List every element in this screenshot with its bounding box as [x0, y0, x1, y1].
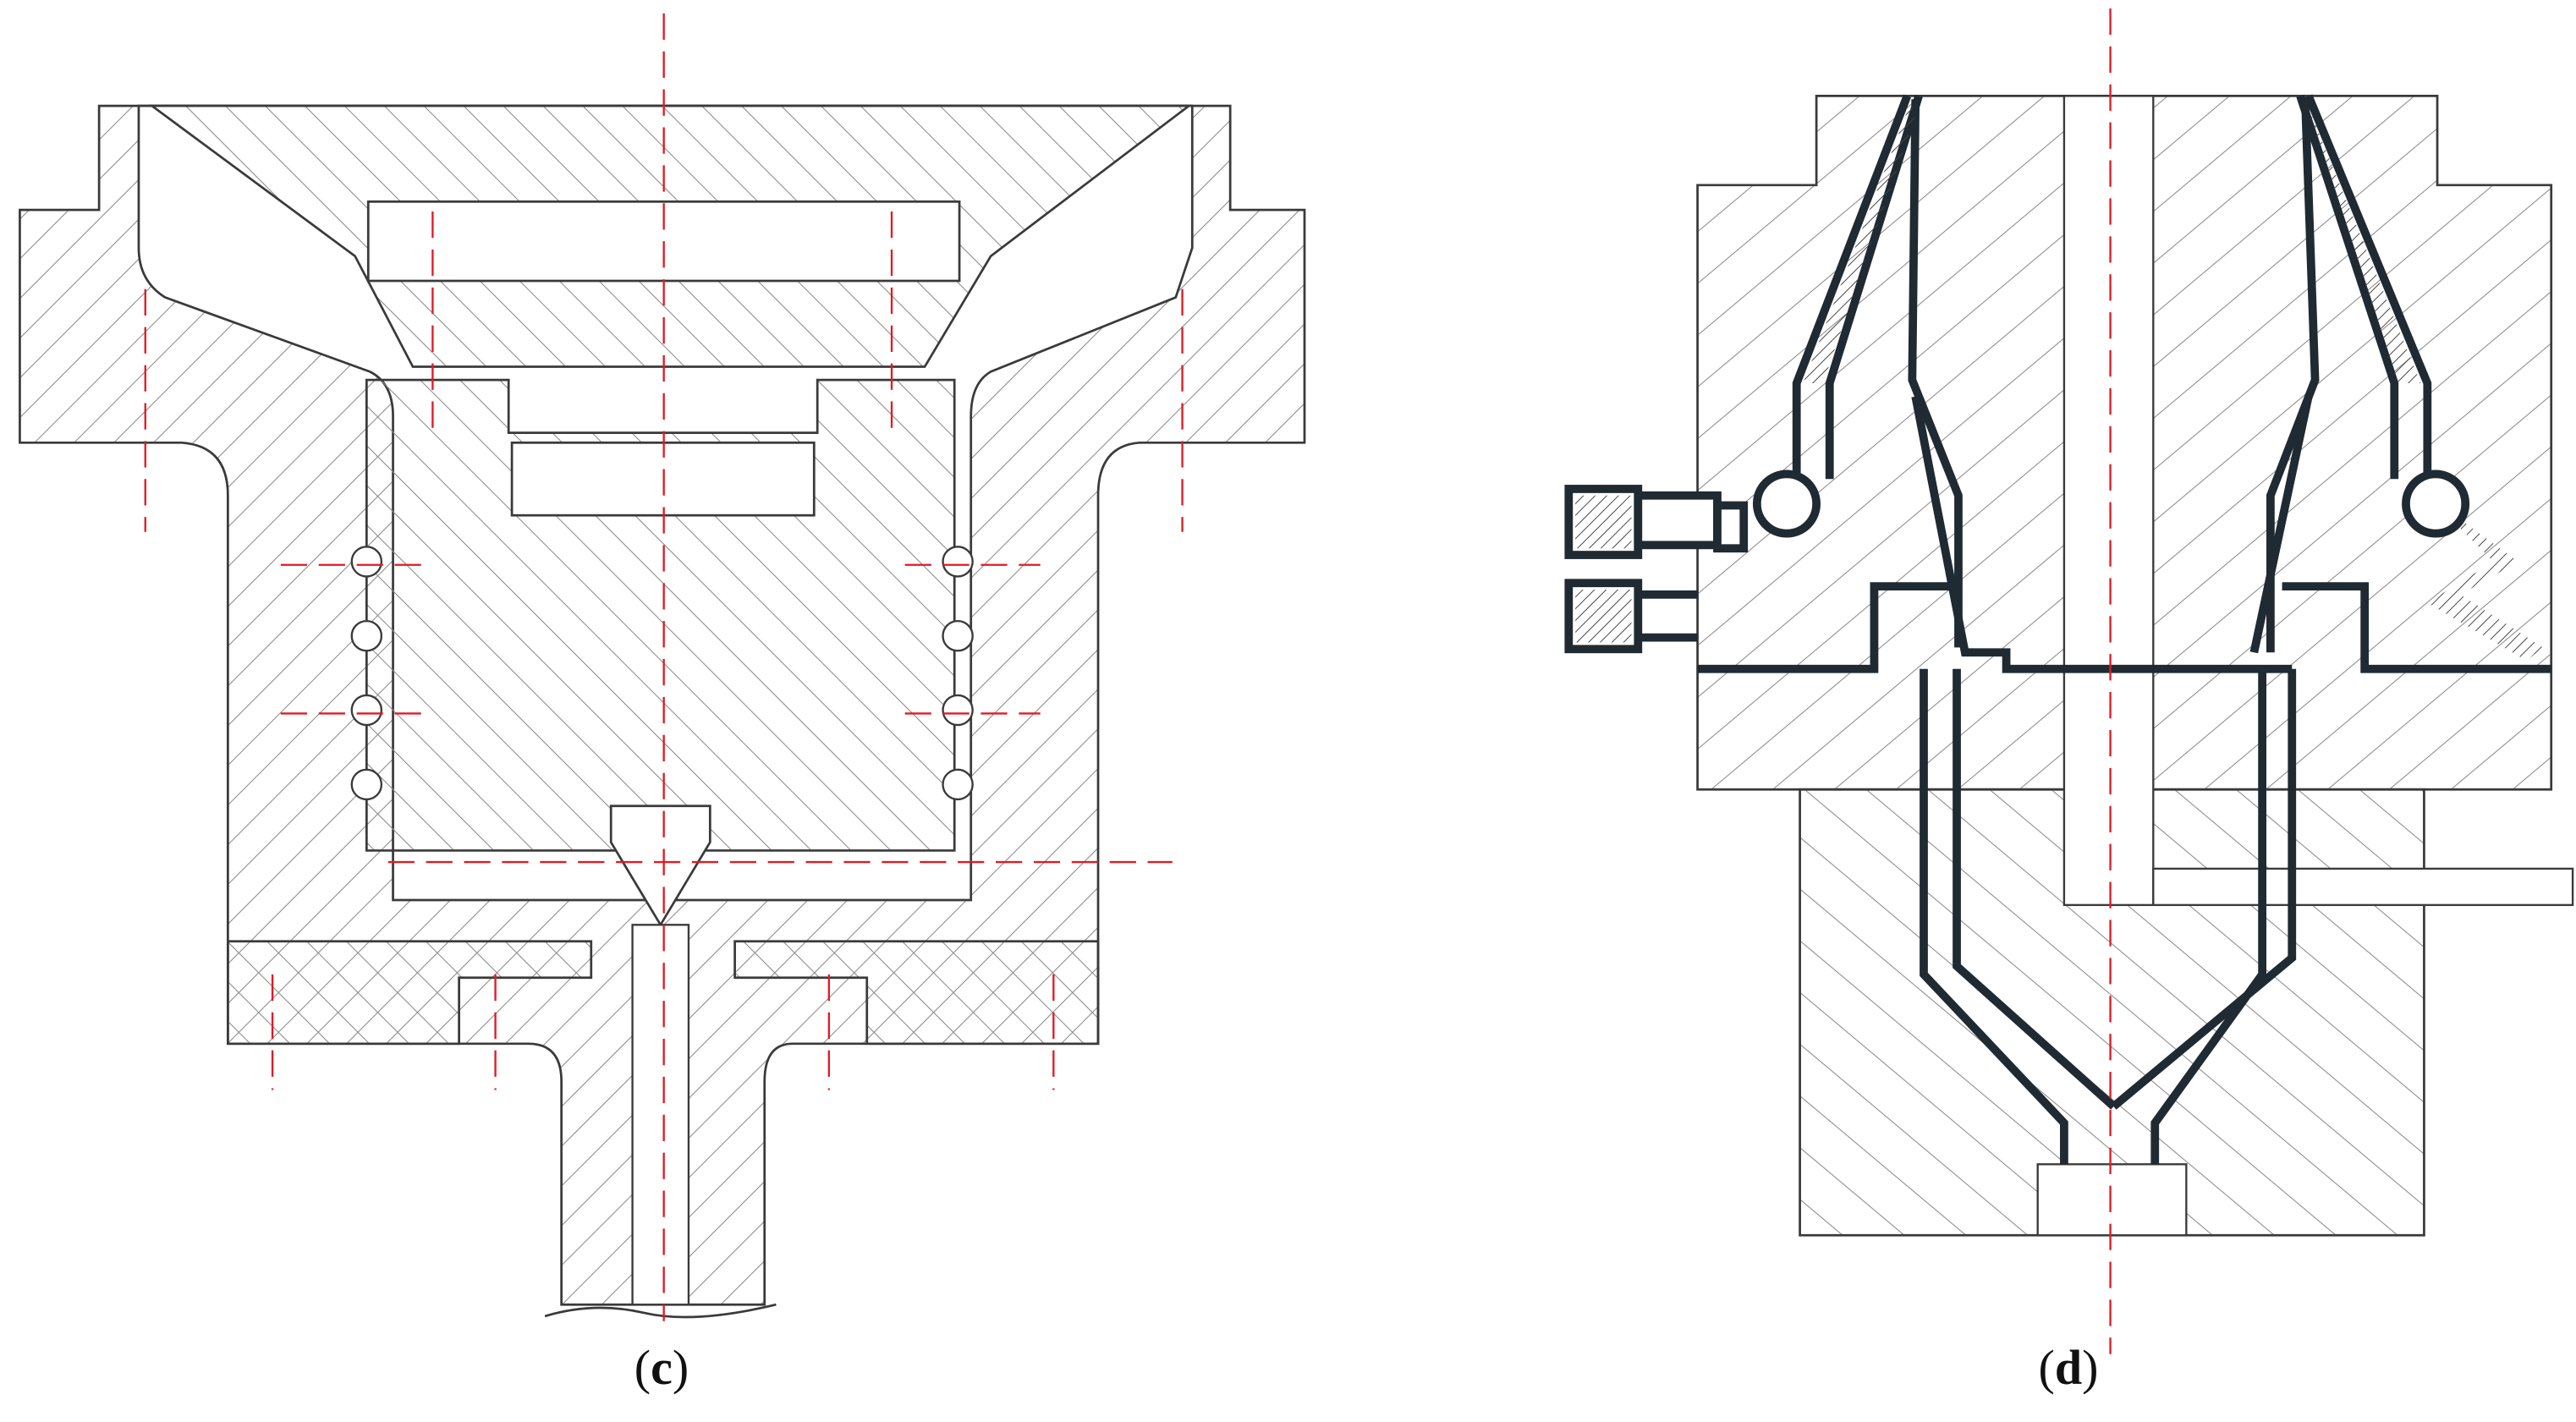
caption-c-close-paren: ) — [672, 1340, 689, 1395]
panel-d-valves — [1752, 469, 2470, 538]
caption-d-close-paren: ) — [2082, 1340, 2099, 1395]
panel-d-central-bore — [2062, 95, 2155, 907]
caption-d-letter: d — [2054, 1340, 2083, 1395]
caption-c-letter: c — [651, 1340, 673, 1395]
panel-d-duct-hatching — [1803, 102, 2543, 661]
caption-c-open-paren: ( — [634, 1340, 651, 1395]
panel-c-outlet — [631, 924, 690, 1306]
panel-d-left-valve-ball — [1752, 469, 1821, 538]
panel-d-connector-hatching — [1575, 495, 1632, 643]
caption-d: (d) — [1984, 1343, 2153, 1392]
caption-c: (c) — [577, 1343, 746, 1392]
panel-c-lower-left-block — [226, 940, 593, 1046]
panel-c-break-line — [544, 1303, 777, 1319]
panel-d-outlet-plug — [2036, 1163, 2188, 1237]
panel-d-side-pipe — [2152, 867, 2574, 907]
panel-c-center-lines — [144, 13, 1184, 1321]
panel-c-right-ribs — [942, 546, 974, 801]
caption-d-open-paren: ( — [2038, 1340, 2055, 1395]
panel-c-left-ribs — [350, 546, 383, 801]
panel-c-drawing — [19, 104, 1306, 1319]
panel-c-lower-right-block — [733, 940, 1100, 1046]
panel-d-right-valve-ball — [2402, 469, 2470, 538]
panel-c-cone-tip — [609, 804, 711, 927]
panel-d-flow-paths — [1697, 94, 2551, 1165]
